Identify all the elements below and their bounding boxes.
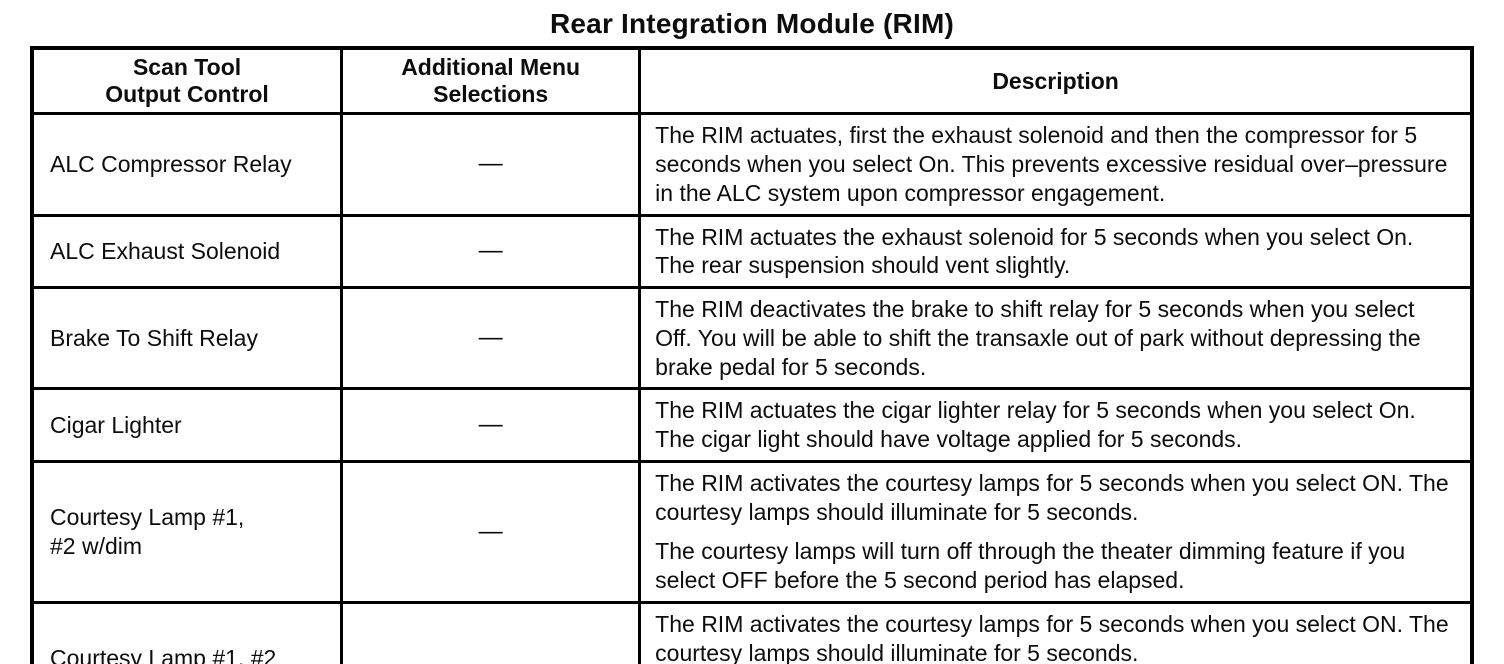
- table-row: ALC Exhaust Solenoid — The RIM actuates …: [30, 213, 1474, 289]
- table-row: ALC Compressor Relay — The RIM actuates,…: [30, 112, 1474, 217]
- additional-menu-selections-cell: —: [340, 600, 642, 664]
- additional-menu-selections-cell: —: [340, 387, 642, 463]
- scan-tool-output-control-cell: Brake To Shift Relay: [30, 285, 344, 391]
- description-paragraph: The RIM actuates the cigar lighter relay…: [655, 397, 1416, 452]
- description-cell: The RIM deactivates the brake to shift r…: [638, 285, 1474, 391]
- table-row: Brake To Shift Relay — The RIM deactivat…: [30, 285, 1474, 391]
- description-cell: The RIM activates the courtesy lamps for…: [638, 600, 1474, 664]
- column-header-additional-menu-selections: Additional Menu Selections: [340, 46, 642, 116]
- scan-tool-output-control-cell: Courtesy Lamp #1, #2 w/dim: [30, 459, 344, 604]
- page-title: Rear Integration Module (RIM): [549, 8, 955, 39]
- scan-tool-output-control-cell: ALC Compressor Relay: [30, 112, 344, 217]
- description-paragraph: The RIM activates the courtesy lamps for…: [655, 610, 1449, 664]
- description-paragraph: The RIM actuates, first the exhaust sole…: [655, 122, 1448, 206]
- description-paragraph: The RIM deactivates the brake to shift r…: [655, 296, 1421, 380]
- description-cell: The RIM activates the courtesy lamps for…: [638, 459, 1474, 604]
- table-body: ALC Compressor Relay — The RIM actuates,…: [30, 112, 1474, 664]
- table-row: Cigar Lighter — The RIM actuates the cig…: [30, 387, 1474, 463]
- additional-menu-selections-cell: —: [340, 285, 642, 391]
- additional-menu-selections-cell: —: [340, 459, 642, 604]
- column-header-scan-tool-output-control: Scan Tool Output Control: [30, 46, 344, 116]
- description-paragraph: The courtesy lamps will turn off through…: [655, 538, 1406, 593]
- column-header-description: Description: [638, 46, 1474, 116]
- additional-menu-selections-cell: —: [340, 112, 642, 217]
- table-row: Courtesy Lamp #1, #2 w/o dim — The RIM a…: [30, 600, 1474, 664]
- scan-tool-output-control-cell: Cigar Lighter: [30, 387, 344, 463]
- description-cell: The RIM actuates the exhaust solenoid fo…: [638, 213, 1474, 289]
- description-cell: The RIM actuates the cigar lighter relay…: [638, 387, 1474, 463]
- table-row: Courtesy Lamp #1, #2 w/dim — The RIM act…: [30, 459, 1474, 604]
- table-header-row: Scan Tool Output Control Additional Menu…: [30, 46, 1474, 116]
- scan-tool-output-control-cell: ALC Exhaust Solenoid: [30, 213, 344, 289]
- description-paragraph: The RIM activates the courtesy lamps for…: [655, 469, 1449, 525]
- additional-menu-selections-cell: —: [340, 213, 642, 289]
- description-cell: The RIM actuates, first the exhaust sole…: [638, 112, 1474, 217]
- table-header: Scan Tool Output Control Additional Menu…: [30, 46, 1474, 116]
- scan-tool-output-control-cell: Courtesy Lamp #1, #2 w/o dim: [30, 600, 344, 664]
- rim-output-control-table: Scan Tool Output Control Additional Menu…: [30, 46, 1474, 664]
- description-paragraph: The RIM actuates the exhaust solenoid fo…: [655, 223, 1414, 279]
